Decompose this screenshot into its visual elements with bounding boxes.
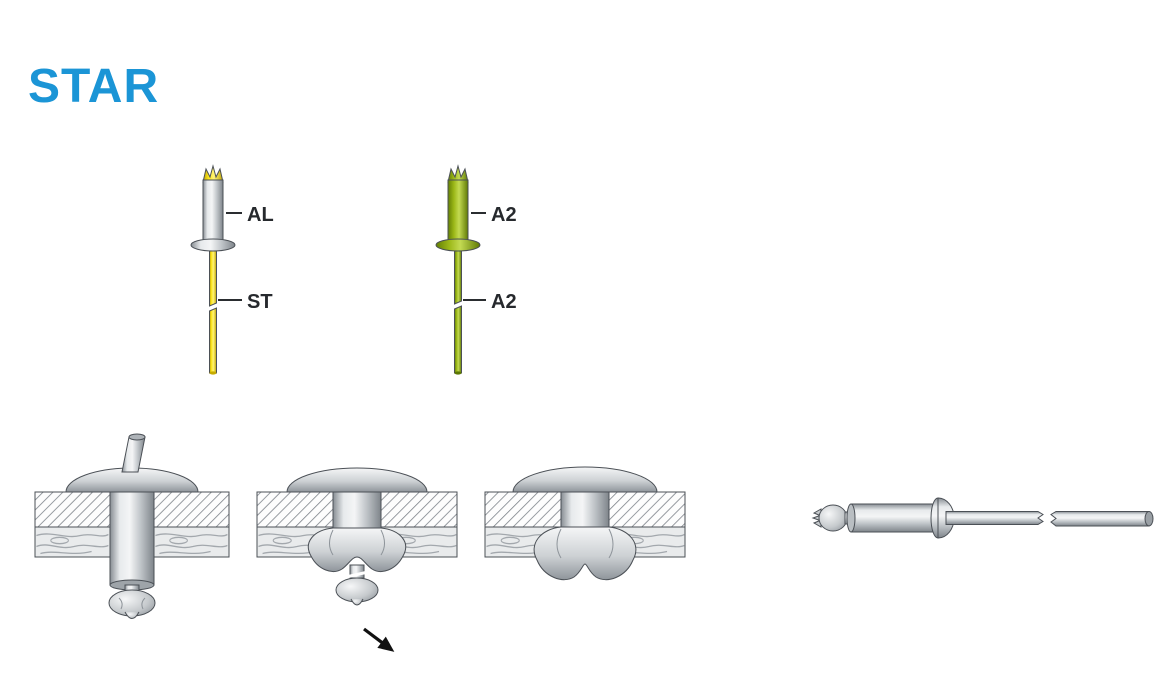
clinched-body-folds: [307, 527, 407, 572]
ball-facet-lines: [118, 597, 146, 610]
mandrel-material-label: ST: [247, 291, 273, 313]
install-step-1-inserted: [34, 433, 230, 619]
mandrel-stem-top: [128, 433, 146, 441]
rivet-body: [447, 179, 469, 243]
mandrel-end: [454, 371, 462, 375]
clinched-body-folds: [533, 526, 637, 581]
mandrel-head-ball: [818, 504, 848, 532]
hatched-plate-right: [608, 491, 686, 528]
brand-title: STAR: [28, 60, 159, 113]
hatched-plate-right: [153, 491, 230, 528]
arrow-shaft: [363, 627, 385, 645]
rivet-dome-head: [512, 466, 658, 493]
broken-mandrel-piece: [1050, 511, 1150, 527]
mandrel-upper: [454, 250, 462, 305]
rivet-body: [202, 179, 224, 243]
install-step-2-setting: [256, 467, 458, 652]
mandrel-stub-broken: [945, 511, 1044, 525]
mandrel-head-tip: [124, 611, 140, 619]
rivet-flange: [190, 238, 236, 252]
fold-lines: [329, 529, 385, 556]
mandrel-material-label: A2: [491, 291, 517, 313]
set-rivet-side-view: [811, 497, 1154, 539]
rivet-dome-head: [286, 467, 428, 493]
break-crack: [345, 570, 369, 579]
mandrel-head-crown-icon: [811, 508, 822, 528]
hatched-plate-left: [34, 491, 111, 528]
mandrel-head-ball: [335, 577, 379, 603]
rivet-body-tube: [560, 491, 610, 533]
body-material-label: A2: [491, 204, 517, 226]
rivet-body-tube: [109, 489, 155, 586]
mandrel-lower: [209, 307, 217, 374]
mandrel-end: [209, 371, 217, 375]
arrow-head: [377, 636, 395, 652]
hatched-plate-left: [256, 491, 334, 528]
body-material-label: AL: [247, 204, 274, 226]
install-step-3-set: [484, 466, 686, 581]
hatched-plate-right: [380, 491, 458, 528]
rivet-body-tube: [332, 491, 382, 533]
tube-end-rim: [846, 503, 856, 533]
rivet-diagram-a2-a2: A2 A2: [435, 164, 517, 375]
rivet-body-tube: [850, 503, 938, 533]
mandrel-stem: [121, 436, 146, 473]
mandrel-head-tip: [350, 598, 364, 606]
pull-direction-arrow-icon: [363, 627, 395, 652]
mandrel-upper: [209, 250, 217, 307]
rivet-flange: [435, 238, 481, 252]
rivet-diagram-al-st: AL ST: [190, 164, 274, 375]
hatched-plate-left: [484, 491, 562, 528]
mandrel-lower: [454, 305, 462, 374]
mandrel-piece-end: [1144, 511, 1154, 527]
fold-lines: [556, 528, 614, 559]
